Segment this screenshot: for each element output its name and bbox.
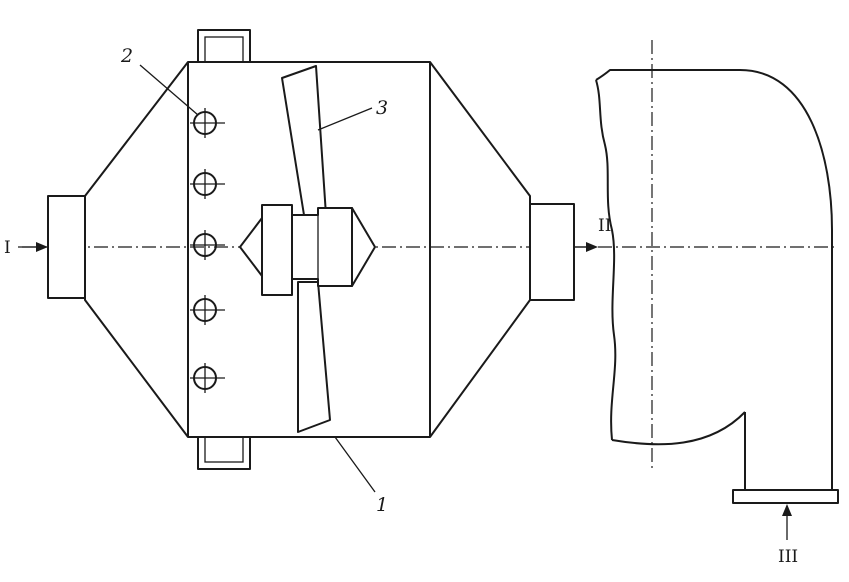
inlet-pipe xyxy=(47,195,86,299)
leader-line-part-2 xyxy=(139,64,199,116)
nozzle-row xyxy=(190,108,225,393)
outlet-pipe xyxy=(529,203,575,301)
nozzle xyxy=(190,108,225,138)
fan-hub xyxy=(239,204,376,296)
leader-line-part-1 xyxy=(334,436,376,493)
nozzle xyxy=(190,363,225,393)
inlet-flow-arrow xyxy=(18,242,48,252)
label-flow-secondary: III xyxy=(778,547,798,567)
discharge-chamber xyxy=(595,69,839,504)
leader-line-part-3 xyxy=(317,107,373,131)
outlet-flow-arrow xyxy=(574,242,598,252)
label-part-1: 1 xyxy=(376,494,388,516)
bottom-mount-bracket xyxy=(197,436,251,470)
label-part-3: 3 xyxy=(376,97,388,119)
label-part-2: 2 xyxy=(120,45,133,67)
nozzle xyxy=(190,230,225,260)
secondary-flow-arrow xyxy=(782,504,792,540)
top-mount-bracket xyxy=(197,29,251,63)
nozzle xyxy=(190,169,225,199)
nozzle xyxy=(190,295,225,325)
label-flow-outlet: II xyxy=(598,216,611,236)
label-flow-inlet: I xyxy=(4,238,11,258)
